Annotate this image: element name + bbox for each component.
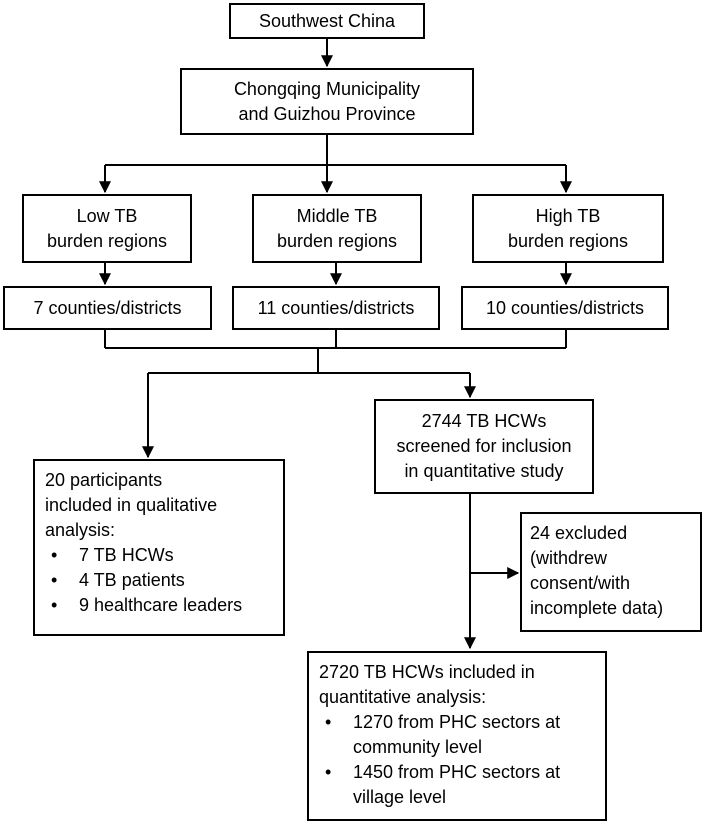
high-counties-label: 10 counties/districts (485, 297, 645, 318)
quantitative-item-line: village level (353, 787, 447, 807)
low-burden-line-1: Low TB (76, 205, 138, 226)
region-box: Southwest China (229, 3, 425, 39)
middle-burden-box: Middle TB burden regions (252, 194, 422, 263)
quantitative-item-line: 1450 from PHC sectors at (353, 762, 561, 782)
screened-line-2: screened for inclusion (396, 436, 572, 456)
quantitative-box: 2720 TB HCWs included in quantitative an… (307, 651, 607, 821)
high-burden-line-2: burden regions (507, 230, 629, 251)
qualitative-item: 9 healthcare leaders (45, 593, 273, 618)
low-counties-box: 7 counties/districts (3, 286, 212, 330)
quantitative-item-line: community level (353, 737, 483, 757)
screened-box: 2744 TB HCWs screened for inclusion in q… (374, 399, 594, 494)
middle-counties-label: 11 counties/districts (257, 297, 415, 318)
qualitative-box: 20 participants included in qualitative … (33, 459, 285, 636)
high-burden-line-1: High TB (535, 205, 601, 226)
quantitative-heading-2: quantitative analysis: (319, 687, 487, 707)
quantitative-list: 1270 from PHC sectors at community level… (319, 710, 595, 810)
excluded-box: 24 excluded (withdrew consent/with incom… (520, 512, 702, 632)
qualitative-heading-2: included in qualitative (45, 495, 218, 515)
screened-line-1: 2744 TB HCWs (421, 411, 547, 431)
quantitative-item: 1270 from PHC sectors at community level (319, 710, 595, 760)
excluded-line-1: 24 excluded (530, 523, 628, 543)
excluded-line-3: consent/with (530, 573, 631, 593)
low-counties-label: 7 counties/districts (33, 297, 182, 318)
middle-counties-box: 11 counties/districts (232, 286, 440, 330)
high-counties-box: 10 counties/districts (461, 286, 669, 330)
middle-burden-line-1: Middle TB (296, 205, 378, 226)
low-burden-line-2: burden regions (46, 230, 168, 251)
low-burden-box: Low TB burden regions (22, 194, 192, 263)
quantitative-item-line: 1270 from PHC sectors at (353, 712, 561, 732)
qualitative-heading-3: analysis: (45, 520, 116, 540)
quantitative-item: 1450 from PHC sectors at village level (319, 760, 595, 810)
qualitative-item: 4 TB patients (45, 568, 273, 593)
excluded-line-4: incomplete data) (530, 598, 664, 618)
screened-line-3: in quantitative study (404, 461, 564, 481)
qualitative-heading-1: 20 participants (45, 470, 163, 490)
quantitative-heading-1: 2720 TB HCWs included in (319, 662, 535, 682)
region-label: Southwest China (258, 10, 396, 31)
excluded-line-2: (withdrew (530, 548, 608, 568)
provinces-line-2: and Guizhou Province (238, 103, 416, 124)
qualitative-list: 7 TB HCWs 4 TB patients 9 healthcare lea… (45, 543, 273, 618)
middle-burden-line-2: burden regions (276, 230, 398, 251)
high-burden-box: High TB burden regions (472, 194, 664, 263)
provinces-box: Chongqing Municipality and Guizhou Provi… (180, 68, 474, 135)
provinces-line-1: Chongqing Municipality (233, 78, 421, 99)
qualitative-item: 7 TB HCWs (45, 543, 273, 568)
